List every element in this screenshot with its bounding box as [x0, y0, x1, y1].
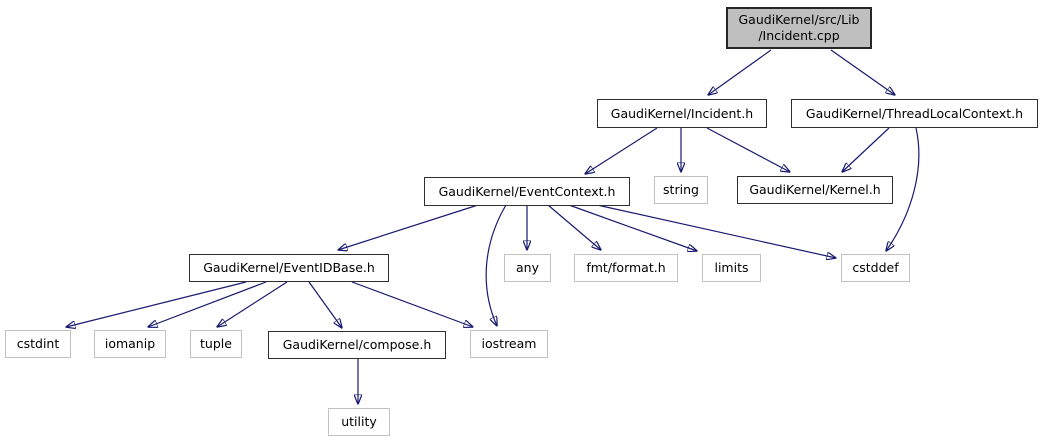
edge-event-id-base-h-to-tuple	[217, 281, 288, 327]
edge-event-id-base-h-to-iostream	[351, 281, 473, 327]
edge-event-id-base-h-to-iomanip	[148, 281, 267, 327]
edge-event-context-h-to-iostream	[485, 204, 507, 326]
node-incident-cpp-line1: GaudiKernel/src/Lib	[738, 12, 860, 28]
edge-thread-local-context-h-to-kernel-h	[842, 127, 890, 172]
node-string: string	[654, 176, 708, 204]
edge-event-context-h-to-limits	[568, 204, 697, 251]
node-kernel-h[interactable]: GaudiKernel/Kernel.h	[737, 176, 893, 204]
node-thread-local-context-h[interactable]: GaudiKernel/ThreadLocalContext.h	[791, 99, 1038, 128]
edge-incident-cpp-to-incident-h	[708, 49, 772, 95]
node-event-id-base-h[interactable]: GaudiKernel/EventIDBase.h	[189, 254, 389, 282]
node-incident-cpp-line2: /Incident.cpp	[758, 28, 840, 43]
node-compose-h[interactable]: GaudiKernel/compose.h	[268, 331, 446, 359]
node-event-context-h[interactable]: GaudiKernel/EventContext.h	[424, 177, 630, 206]
edge-incident-cpp-to-thread-local-context-h	[830, 49, 895, 95]
edge-event-id-base-h-to-compose-h	[308, 281, 342, 328]
edge-incident-h-to-kernel-h	[706, 127, 790, 172]
node-iostream: iostream	[470, 330, 548, 358]
node-cstdint: cstdint	[5, 330, 71, 358]
edge-event-context-h-to-event-id-base-h	[338, 204, 479, 250]
edge-event-context-h-to-fmt-format-h	[547, 204, 601, 250]
node-incident-h[interactable]: GaudiKernel/Incident.h	[597, 99, 767, 128]
edge-incident-h-to-event-context-h	[585, 127, 658, 174]
node-any: any	[504, 254, 551, 282]
node-incident-cpp: GaudiKernel/src/Lib /Incident.cpp	[726, 7, 872, 49]
edge-event-id-base-h-to-cstdint	[66, 281, 247, 327]
node-limits: limits	[702, 254, 761, 282]
node-utility: utility	[328, 408, 390, 436]
node-tuple: tuple	[190, 330, 242, 358]
node-fmt-format-h: fmt/format.h	[574, 254, 678, 282]
node-iomanip: iomanip	[94, 330, 166, 358]
edge-event-context-h-to-cstddef	[596, 204, 836, 258]
node-cstddef: cstddef	[841, 254, 910, 282]
edge-thread-local-context-h-to-cstddef	[886, 127, 920, 251]
